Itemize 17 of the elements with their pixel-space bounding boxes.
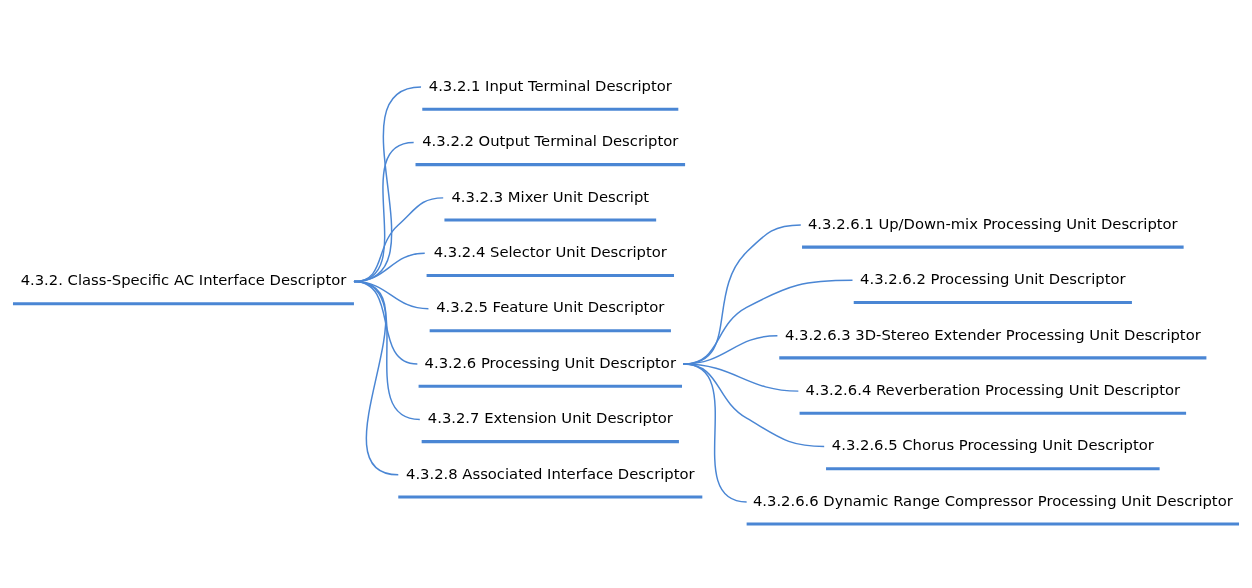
- node-text: 4.3.2.3 Mixer Unit Descript: [451, 187, 650, 205]
- node-text: 4.3.2.1 Input Terminal Descriptor: [428, 76, 672, 94]
- connector: [353, 280, 399, 476]
- node-text: 4.3.2.6.3 3D-Stereo Extender Processing Unit Descriptor: [784, 325, 1201, 343]
- node-text: 4.3.2.8 Associated Interface Descriptor: [406, 464, 695, 482]
- node-text: 4.3.2.5 Feature Unit Descriptor: [436, 297, 665, 315]
- node-text: 4.3.2.6 Processing Unit Descriptor: [424, 353, 676, 371]
- node-text: 4.3.2.6.2 Processing Unit Descriptor: [860, 269, 1126, 287]
- node-text: 4.3.2. Class-Specific AC Interface Descriptor: [20, 270, 347, 288]
- node-text: 4.3.2.7 Extension Unit Descriptor: [427, 408, 673, 426]
- node-text: 4.3.2.6.6 Dynamic Range Compressor Processing Unit Descriptor: [752, 491, 1233, 509]
- node-text: 4.3.2.4 Selector Unit Descriptor: [433, 242, 667, 260]
- node-text: 4.3.2.6.5 Chorus Processing Unit Descriptor: [831, 435, 1154, 453]
- node-text: 4.3.2.2 Output Terminal Descriptor: [422, 131, 679, 149]
- node-text: 4.3.2.6.1 Up/Down-mix Processing Unit Descriptor: [807, 214, 1178, 232]
- connector: [682, 362, 748, 503]
- node-text: 4.3.2.6.4 Reverberation Processing Unit Descriptor: [805, 380, 1181, 398]
